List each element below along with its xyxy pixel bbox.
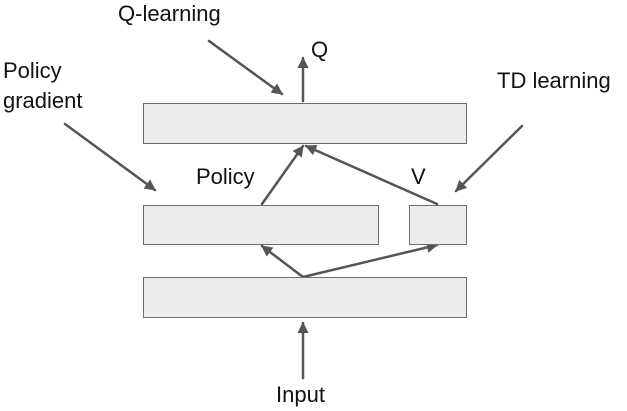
arrow-v-to-top-layer [304, 144, 439, 206]
bottom-layer-box [143, 277, 467, 318]
policy-output-label: Policy [196, 164, 255, 189]
v-output-label: V [411, 164, 426, 189]
q-learning-label: Q-learning [118, 1, 221, 26]
input-label: Input [276, 382, 325, 407]
arrow-bottom-to-policy-layer [260, 244, 305, 279]
arrow-policy-gradient-annotation [63, 122, 157, 192]
arrow-q-learning-annotation [207, 39, 284, 96]
top-layer-box [143, 103, 467, 144]
arrow-policy-to-top-layer [260, 144, 305, 206]
v-layer-box [409, 205, 467, 245]
policy-gradient-label-line2: gradient [3, 88, 83, 113]
q-output-label: Q [311, 37, 329, 62]
policy-layer-box [143, 205, 379, 245]
td-learning-label: TD learning [497, 68, 611, 93]
arrow-td-learning-annotation [454, 124, 524, 193]
arrow-bottom-to-v-layer [301, 241, 439, 279]
policy-gradient-label-line1: Policy [3, 58, 62, 83]
